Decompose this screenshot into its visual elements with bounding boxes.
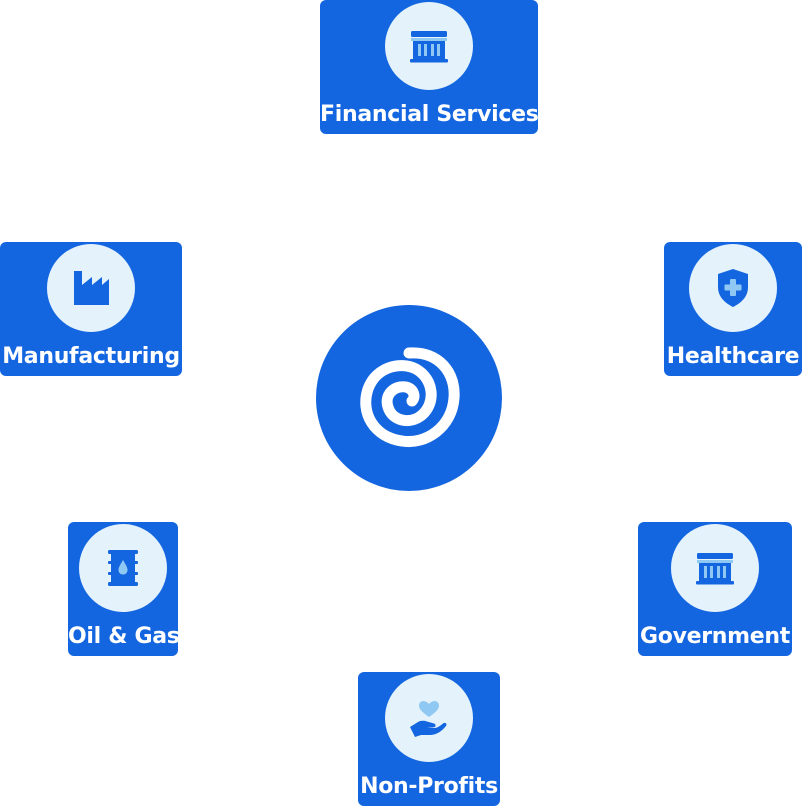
industry-label: Government xyxy=(640,624,790,649)
industry-label: Non-Profits xyxy=(360,774,498,799)
bank-building-icon xyxy=(410,31,448,63)
industry-label: Healthcare xyxy=(666,344,800,369)
industry-card-oil-gas: Oil & Gas xyxy=(68,522,180,656)
heart-hand-icon xyxy=(410,701,447,737)
factory-icon xyxy=(74,271,109,305)
government-building-icon xyxy=(696,553,734,585)
industry-label: Oil & Gas xyxy=(68,624,180,649)
industry-card-non-profits: Non-Profits xyxy=(358,672,500,806)
industry-label: Manufacturing xyxy=(2,344,180,369)
industry-card-manufacturing: Manufacturing xyxy=(0,242,182,376)
industry-card-healthcare: Healthcare xyxy=(664,242,802,376)
industry-card-government: Government xyxy=(638,522,792,656)
industry-label: Financial Services xyxy=(320,102,539,127)
swirl-logo-icon xyxy=(360,347,460,448)
industry-card-financial-services: Financial Services xyxy=(320,0,539,134)
oil-barrel-icon xyxy=(108,550,138,586)
medical-shield-icon xyxy=(718,269,748,307)
hub-logo xyxy=(316,305,502,491)
